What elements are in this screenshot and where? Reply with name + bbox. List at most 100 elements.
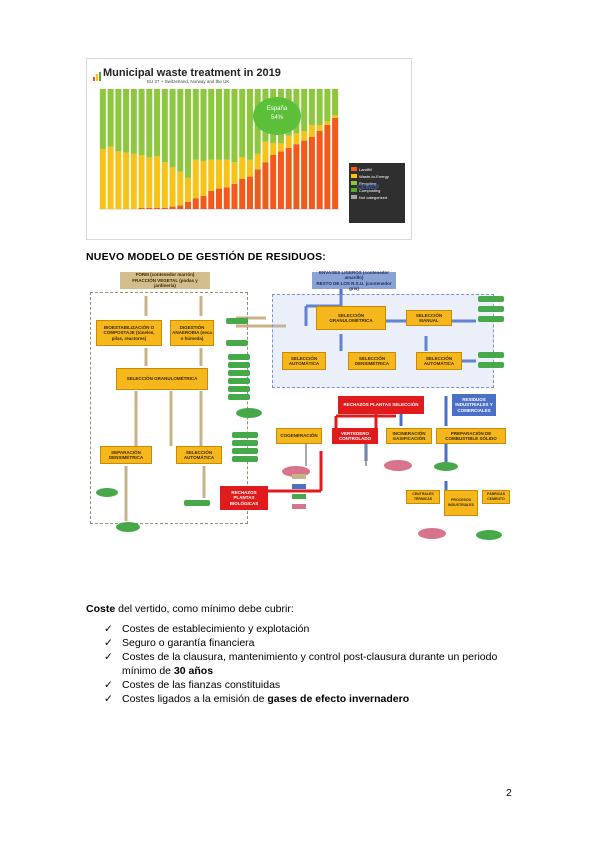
page-number: 2 — [506, 787, 512, 799]
seleccion-automatica-left-box: SELECCIÓN AUTOMÁTICA — [176, 446, 222, 464]
bar-segment — [169, 167, 176, 207]
bar-segment — [246, 89, 253, 160]
rechazos-seleccion-box: RECHAZOS PLANTAS SELECCIÓN — [338, 396, 424, 414]
bar-segment — [293, 144, 300, 209]
bar-segment — [107, 146, 114, 209]
bar-segment — [223, 89, 230, 160]
waste-management-diagram: FORM (contenedor marrón) FRACCIÓN VEGETA… — [86, 266, 512, 553]
legend-swatch — [351, 188, 357, 192]
bar-segment — [231, 89, 238, 163]
bar-segment — [138, 207, 145, 209]
legend-swatch — [351, 174, 357, 178]
cewep-logo: CEWEP — [357, 185, 380, 191]
spain-bubble: España 54% — [253, 97, 301, 135]
bar-segment — [293, 133, 300, 145]
list-item: ✓ Costes de establecimiento y explotación — [104, 622, 524, 636]
list-item: ✓ Seguro o garantía financiera — [104, 636, 524, 650]
product-tag — [232, 456, 258, 462]
bar-segment — [130, 89, 137, 154]
bar-segment — [285, 135, 292, 148]
bar-segment — [239, 89, 246, 158]
list-item-bold: 30 años — [173, 665, 214, 677]
bar-segment — [192, 89, 199, 160]
rechazos-biologicas-box: RECHAZOS PLANTAS BIOLÓGICAS — [220, 486, 268, 510]
bar-segment — [123, 89, 130, 153]
legend-label: Waste-to-Energy — [359, 174, 389, 179]
bar-segment — [277, 151, 284, 209]
check-icon: ✓ — [104, 679, 113, 691]
list-item: ✓Costes de las fianzas constituidas — [104, 678, 524, 692]
bar-segment — [262, 162, 269, 209]
product-tag — [228, 386, 250, 392]
legend-swatch — [292, 474, 306, 479]
bar-segment — [99, 149, 106, 209]
list-item-bold: gases de efecto invernadero — [267, 693, 410, 705]
list-item-text: Seguro o garantía financiera — [122, 637, 255, 649]
legend-label: Composting — [359, 188, 381, 193]
bar-segment — [332, 115, 339, 118]
bar-segment — [146, 157, 153, 208]
legend-swatch — [351, 167, 357, 171]
energy-ellipse — [384, 460, 412, 471]
form-box: FORM (contenedor marrón) FRACCIÓN VEGETA… — [120, 272, 210, 289]
seleccion-densimetrica-box: SELECCIÓN DENSIMÉTRICA — [348, 352, 396, 370]
bar-segment — [169, 89, 176, 167]
output-ellipse — [476, 530, 502, 540]
bar-segment — [215, 159, 223, 189]
bar-segment — [270, 155, 277, 209]
list-item: ✓Costes ligados a la emisión de gases de… — [104, 692, 524, 706]
incineracion-box: INCINERACIÓN GASIFICACIÓN — [386, 428, 432, 444]
bar-segment — [262, 141, 269, 163]
bar-segment — [185, 177, 192, 202]
check-icon: ✓ — [104, 637, 113, 649]
bar-segment — [123, 152, 130, 209]
bar-segment — [192, 198, 199, 209]
residuos-industriales-box: RESIDUOS INDUSTRIALES Y COMERCIALES — [452, 394, 496, 416]
digestion-box: DIGESTIÓN ANAEROBIA (seca o húmeda) — [170, 320, 214, 346]
bar-segment — [208, 89, 215, 160]
output-ellipse — [434, 462, 458, 471]
envases-line1: ENVASES LIGEROS (contenedor amarillo) — [319, 269, 389, 281]
bar-segment — [107, 89, 114, 147]
bar-segment — [200, 161, 207, 196]
bar-segment — [231, 183, 238, 209]
output-ellipse — [116, 522, 140, 532]
bar-segment — [138, 155, 145, 208]
product-tag — [232, 432, 258, 438]
legend-swatch — [351, 195, 357, 199]
legend-swatch — [292, 494, 306, 499]
product-tag — [184, 500, 210, 506]
product-tag — [228, 394, 250, 400]
granulometrica-left-box: SELECCIÓN GRANULOMÉTRICA — [116, 368, 208, 390]
product-tag — [228, 362, 250, 368]
bar-segment — [324, 121, 331, 125]
check-icon: ✓ — [104, 651, 113, 663]
bar-segment — [146, 207, 153, 209]
bar-segment — [254, 153, 261, 170]
legend-swatch — [292, 484, 306, 489]
bar-chart-icon — [93, 68, 102, 86]
legend-swatch — [292, 504, 306, 509]
bar-segment — [316, 131, 323, 209]
vertedero-box: VERTEDERO CONTROLADO — [332, 428, 378, 444]
bar-segment — [316, 125, 323, 131]
bar-segment — [115, 151, 122, 209]
bar-segment — [161, 207, 168, 209]
bar-segment — [115, 89, 122, 152]
bar-segment — [185, 89, 192, 178]
list-item-text: Costes de establecimiento y explotación — [122, 623, 310, 635]
bar-segment — [169, 206, 176, 209]
check-icon: ✓ — [104, 623, 113, 635]
chart-subtitle: EU 27 + Switzerland, Norway and the UK — [147, 79, 230, 84]
centrales-termicas-box: CENTRALES TÉRMICAS — [406, 490, 440, 504]
bar-segment — [223, 159, 230, 188]
bar-segment — [316, 89, 323, 125]
bar-segment — [154, 207, 161, 209]
bar-segment — [246, 159, 253, 177]
bar-segment — [130, 153, 137, 209]
cogeneracion-box: COGENERACIÓN — [276, 428, 322, 444]
product-tag — [226, 318, 248, 324]
chart-title: Municipal waste treatment in 2019 — [103, 67, 281, 79]
product-tag — [478, 316, 504, 322]
legend-label: Recycling — [359, 181, 377, 186]
